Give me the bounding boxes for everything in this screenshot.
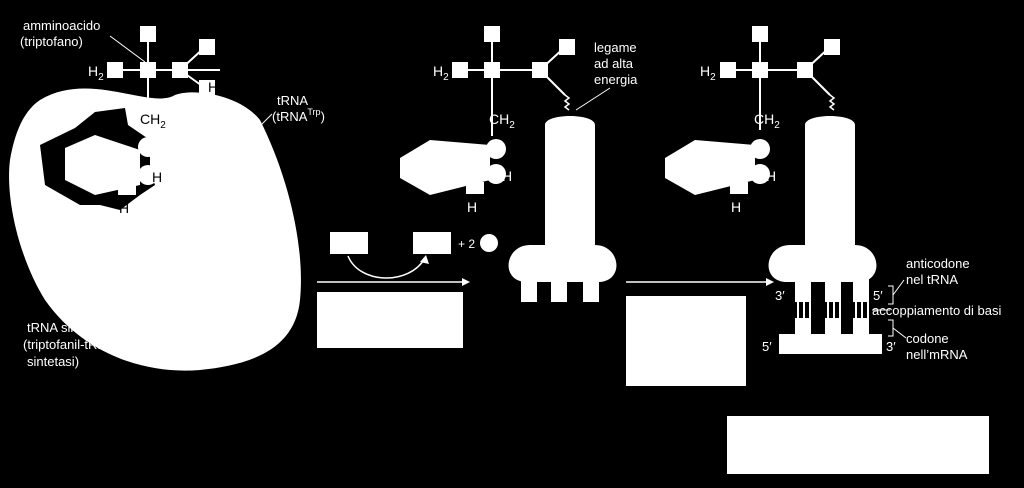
trna-sublabel: (tRNATrp) xyxy=(272,107,325,124)
trna-label: tRNA xyxy=(277,93,308,108)
h-label-2b: H xyxy=(467,199,477,215)
h2-label-2: H2 xyxy=(433,63,449,83)
h-label-3b: H xyxy=(731,199,741,215)
bond-label: legame xyxy=(594,40,637,55)
label-box-2 xyxy=(626,296,746,386)
three-prime-mrna: 3′ xyxy=(886,339,896,354)
plus-two-label: + 2 xyxy=(458,237,475,251)
h-label-1c: H xyxy=(119,200,129,216)
arrow-head-2 xyxy=(766,278,774,286)
mrna-strand xyxy=(779,318,882,354)
h2-label-3: H2 xyxy=(700,63,716,83)
amino-acid-sublabel: (triptofano) xyxy=(20,34,83,49)
anticodon-label: anticodone xyxy=(906,256,970,271)
atp-reaction: + 2 xyxy=(317,232,498,286)
trna-leader xyxy=(257,113,273,129)
bond-sublabel-2: energia xyxy=(594,72,638,87)
synthetase-sublabel-2: sintetasi) xyxy=(27,354,79,369)
anticodon-leader xyxy=(892,279,905,296)
synthetase-leader xyxy=(67,301,91,321)
codon-leader xyxy=(892,327,907,339)
anticodon-sublabel: nel tRNA xyxy=(906,272,958,287)
label-box-3 xyxy=(727,416,989,474)
bond-leader xyxy=(575,87,611,111)
tryptophan-molecule-3 xyxy=(665,26,840,195)
three-prime-trna: 3′ xyxy=(775,288,785,303)
trna-molecule-2 xyxy=(508,116,617,302)
label-box-1 xyxy=(317,292,463,348)
anticodon-bracket xyxy=(888,285,894,305)
synthetase-sublabel-1: (triptofanil-tRNA xyxy=(23,337,116,352)
synthetase-enzyme xyxy=(9,88,301,371)
ch2-label-3: CH2 xyxy=(754,111,780,131)
codon-sublabel: nell’mRNA xyxy=(906,347,968,362)
codon-label: codone xyxy=(906,331,949,346)
h2-label-1: H2 xyxy=(88,63,104,83)
codon-bracket xyxy=(888,319,894,337)
h-label-1a: H xyxy=(208,79,218,95)
base-pairing-label: accoppiamento di basi xyxy=(872,303,1001,318)
high-energy-bond xyxy=(563,94,571,111)
five-prime-trna: 5′ xyxy=(873,288,883,303)
amino-acid-leader xyxy=(109,35,146,63)
tryptophan-molecule-2 xyxy=(400,26,575,195)
synthetase-label: tRNA sintetasi xyxy=(27,320,109,335)
high-energy-bond-3 xyxy=(828,94,836,111)
h-label-3a: H xyxy=(766,168,776,184)
h-label-1b: H xyxy=(152,169,162,185)
ch2-label-2: CH2 xyxy=(489,111,515,131)
trna-molecule-3 xyxy=(768,116,877,302)
tryptophan-molecule-1 xyxy=(107,26,220,130)
base-pairing xyxy=(797,302,869,318)
h-label-2a: H xyxy=(502,168,512,184)
bond-sublabel-1: ad alta xyxy=(594,56,634,71)
ch2-label-1: CH2 xyxy=(140,111,166,131)
amino-acid-label: amminoacido xyxy=(23,18,100,33)
five-prime-mrna: 5′ xyxy=(762,339,772,354)
